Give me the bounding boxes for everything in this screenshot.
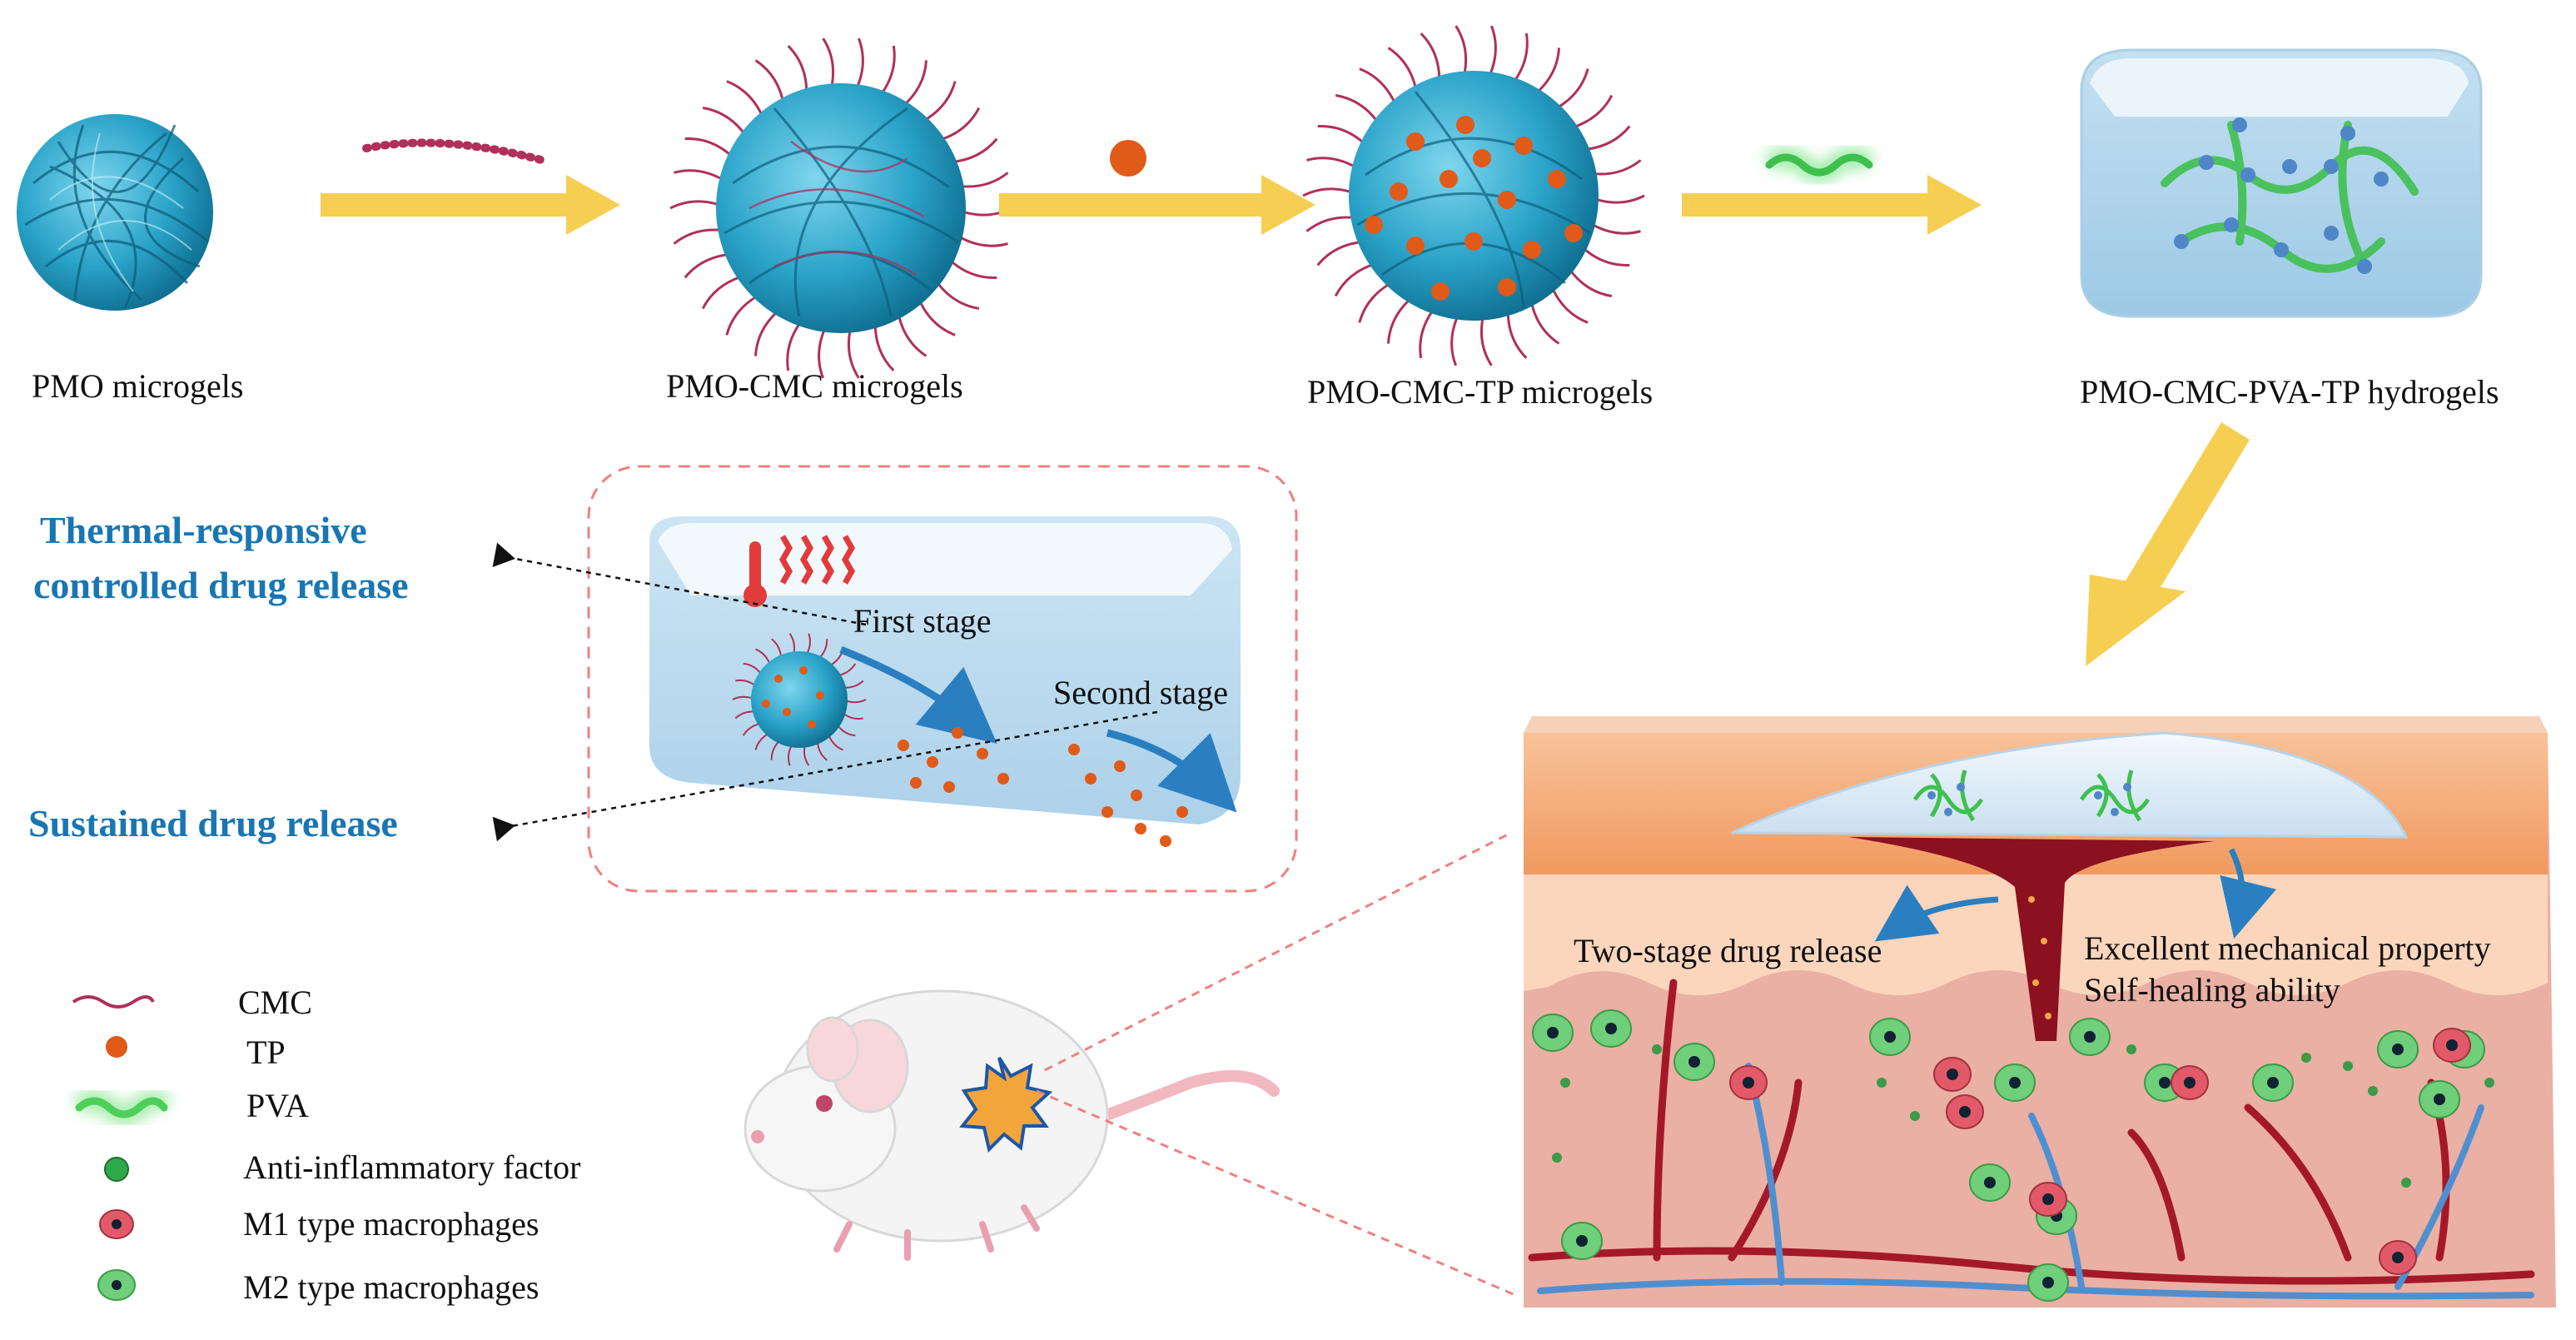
mouse-illustration xyxy=(743,989,1280,1261)
thermometer-icon xyxy=(743,541,767,607)
macrophage-cells xyxy=(1532,1009,2494,1302)
thermal-release-label-2: controlled drug release xyxy=(33,564,409,606)
hydrogel-dome xyxy=(1731,731,2409,839)
thermal-pointer-line xyxy=(492,542,867,626)
tp-dot-icon xyxy=(1110,140,1146,177)
second-stage-arrow xyxy=(1106,729,1237,813)
wound-burst-icon xyxy=(959,1056,1053,1153)
legend-cmc-icon xyxy=(72,995,155,1009)
legend-tp-icon xyxy=(106,1036,127,1058)
legend-label-pva: PVA xyxy=(246,1087,309,1124)
process-arrow-2 xyxy=(999,175,1315,235)
process-arrow-3 xyxy=(1682,175,1982,235)
pmo-cmc-tp-microgel-sphere xyxy=(1302,25,1645,366)
arrow-to-skin xyxy=(2086,422,2250,666)
thermal-release-label-1: Thermal-responsive xyxy=(40,509,367,551)
legend-m2-icon xyxy=(97,1269,136,1301)
release-microgel xyxy=(732,633,867,766)
heat-wave-icon xyxy=(778,535,856,585)
cmc-chain-icon xyxy=(362,138,545,164)
hydrogel-block xyxy=(2080,48,2483,318)
step-label-pmo-cmc: PMO-CMC microgels xyxy=(666,367,963,405)
legend-label-m1: M1 type macrophages xyxy=(243,1205,540,1243)
legend-anti-inflammatory-icon xyxy=(104,1157,129,1182)
two-stage-label: Two-stage drug release xyxy=(1574,932,1882,969)
self-healing-label: Self-healing ability xyxy=(2084,971,2340,1009)
skin-healing-arrow xyxy=(2220,848,2277,939)
first-stage-arrow xyxy=(839,645,997,745)
process-arrow-1 xyxy=(321,175,620,235)
pva-chain-icon xyxy=(1762,147,1877,183)
legend-label-cmc: CMC xyxy=(238,984,312,1021)
release-gel-block xyxy=(649,516,1241,847)
step-label-pmo: PMO microgels xyxy=(32,367,244,405)
legend-pva-icon xyxy=(71,1089,174,1126)
pmo-microgel-sphere xyxy=(17,114,213,311)
release-box-frame xyxy=(587,465,1298,893)
sustained-release-label: Sustained drug release xyxy=(28,802,398,844)
legend-label-tp: TP xyxy=(246,1034,286,1071)
skin-release-arrow xyxy=(1874,884,1999,942)
mechanical-property-label: Excellent mechanical property xyxy=(2084,929,2491,967)
legend-label-anti-inflammatory: Anti-inflammatory factor xyxy=(243,1148,581,1186)
pmo-cmc-microgel-sphere xyxy=(669,37,1012,379)
step-label-hydrogel: PMO-CMC-PVA-TP hydrogels xyxy=(2080,373,2499,411)
zoom-line-bottom xyxy=(1036,1089,1516,1297)
zoom-line-top xyxy=(1044,831,1512,1072)
legend-label-m2: M2 type macrophages xyxy=(243,1268,540,1306)
skin-cross-section xyxy=(1524,716,2556,1308)
legend-m1-icon xyxy=(99,1209,134,1239)
wound-channel xyxy=(1848,837,2215,1041)
step-label-pmo-cmc-tp: PMO-CMC-TP microgels xyxy=(1307,373,1654,411)
first-stage-label: First stage xyxy=(853,602,992,640)
second-stage-label: Second stage xyxy=(1053,674,1228,711)
